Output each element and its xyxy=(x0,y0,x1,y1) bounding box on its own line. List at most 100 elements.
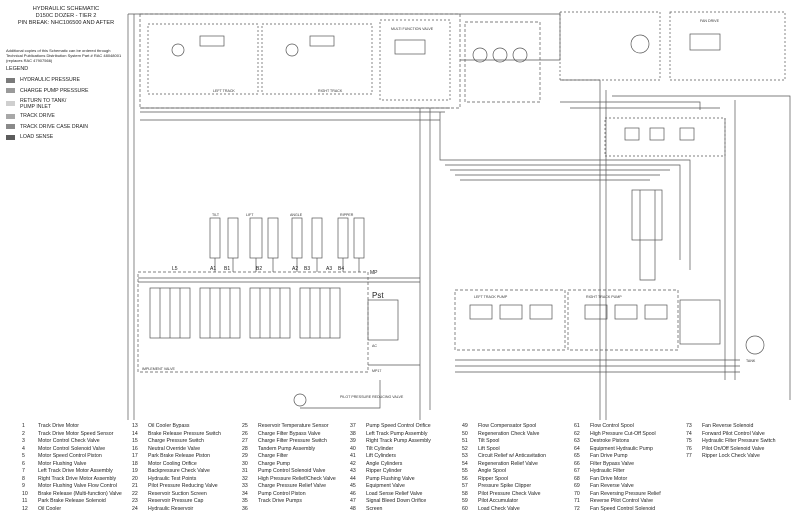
left-track-motor-outline xyxy=(148,24,258,94)
fan-drive-outline xyxy=(670,12,785,80)
line xyxy=(640,190,655,280)
part-number: 64 xyxy=(574,446,590,454)
part-number: 26 xyxy=(242,431,258,439)
part-number: 1 xyxy=(22,423,38,431)
part-number: 17 xyxy=(132,453,148,461)
part-number: 49 xyxy=(462,423,478,431)
part-number: 5 xyxy=(22,453,38,461)
part-number: 15 xyxy=(132,438,148,446)
part-description: Pressure Spike Clipper xyxy=(478,483,531,491)
part-description: Hydraulic Test Points xyxy=(148,476,196,484)
part-number: 57 xyxy=(462,483,478,491)
valve-bank-outline xyxy=(568,290,678,350)
part-description: Destroke Pistons xyxy=(590,438,629,446)
line xyxy=(138,278,420,282)
line xyxy=(445,165,680,260)
valve-block xyxy=(585,305,607,319)
part-number: 21 xyxy=(132,483,148,491)
part-description: Tilt Cylinder xyxy=(366,446,393,454)
part-description: Charge Filter Bypass Valve xyxy=(258,431,320,439)
part-number: 34 xyxy=(242,491,258,499)
part-description: Fan Drive Motor xyxy=(590,476,627,484)
part-description: Pump Control Piston xyxy=(258,491,306,499)
line xyxy=(560,80,600,420)
part-number: 41 xyxy=(350,453,366,461)
part-number: 25 xyxy=(242,423,258,431)
part-number: 28 xyxy=(242,446,258,454)
part-number: 56 xyxy=(462,476,478,484)
part-description: Motor Speed Control Piston xyxy=(38,453,102,461)
part-description: Pump Speed Control Orifice xyxy=(366,423,431,431)
part-description: Brake Release (Multi-function) Valve xyxy=(38,491,122,499)
part-number: 37 xyxy=(350,423,366,431)
multi-function-valve-outline xyxy=(380,20,450,100)
part-description: Motor Flushing Valve Flow Control xyxy=(38,483,117,491)
part-description: Pump Flushing Valve xyxy=(366,476,415,484)
filter-symbol xyxy=(650,128,664,140)
part-description: Motor Cooling Orifice xyxy=(148,461,197,469)
part-number: 6 xyxy=(22,461,38,469)
part-number: 2 xyxy=(22,431,38,439)
cylinder xyxy=(338,218,348,258)
part-number: 22 xyxy=(132,491,148,499)
part-number: 20 xyxy=(132,476,148,484)
port-label: B1 xyxy=(224,266,230,272)
pilot-valve-label: PILOT PRESSURE REDUCING VALVE xyxy=(340,395,404,399)
part-description: Lift Cylinders xyxy=(366,453,396,461)
part-number: 10 xyxy=(22,491,38,499)
part-number: 42 xyxy=(350,461,366,469)
part-number: 30 xyxy=(242,461,258,469)
part-description: Pilot On/Off Solenoid Valve xyxy=(702,446,764,454)
right-track-motor-outline xyxy=(262,24,372,94)
part-number: 31 xyxy=(242,468,258,476)
valve-block xyxy=(680,300,720,344)
left-track-pump-label: LEFT TRACK PUMP xyxy=(474,295,508,299)
part-number: 32 xyxy=(242,476,258,484)
part-description: Charge Pressure Relief Valve xyxy=(258,483,326,491)
part-description: Regeneration Relief Valve xyxy=(478,461,538,469)
part-description: Motor Control Check Valve xyxy=(38,438,100,446)
part-description: Circuit Relief w/ Anticavitation xyxy=(478,453,546,461)
part-number: 70 xyxy=(574,491,590,499)
part-description: Charge Filter Pressure Switch xyxy=(258,438,327,446)
part-description: Left Track Drive Motor Assembly xyxy=(38,468,113,476)
part-number: 69 xyxy=(574,483,590,491)
part-number: 63 xyxy=(574,438,590,446)
port-label: B3 xyxy=(304,266,310,272)
part-number: 72 xyxy=(574,506,590,513)
part-number: 4 xyxy=(22,446,38,454)
part-description: Reservoir Temperature Sensor xyxy=(258,423,329,431)
part-number: 52 xyxy=(462,446,478,454)
part-number: 76 xyxy=(686,446,702,454)
part-description: Charge Filter xyxy=(258,453,288,461)
pilot-valve-symbol xyxy=(294,394,306,406)
line xyxy=(455,360,740,372)
